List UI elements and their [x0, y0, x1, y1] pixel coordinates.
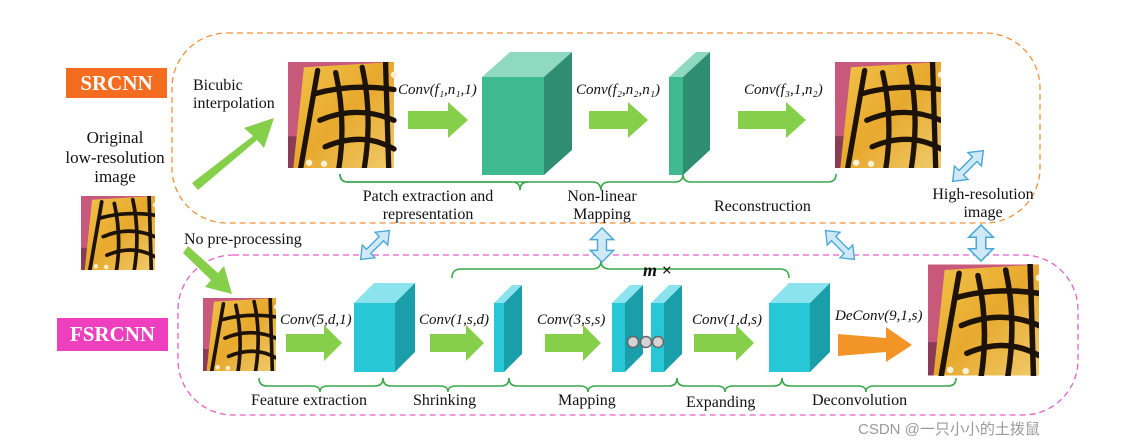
no-preprocessing-label: No pre-processing — [184, 231, 302, 248]
fsrcnn-op-label-3: Conv(3,s,s) — [537, 312, 606, 328]
srcnn-region-border — [171, 32, 1041, 224]
bicubic-label: Bicubic interpolation — [193, 77, 275, 113]
mapping-repeat-label: m × — [643, 260, 672, 280]
fsrcnn-mapping-dots — [626, 335, 665, 349]
fsrcnn-region-border — [177, 254, 1079, 416]
fsrcnn-expand-block — [769, 283, 830, 372]
original-image-label: Original low-resolution image — [65, 128, 165, 187]
fsrcnn-op-arrows — [286, 325, 754, 361]
compare-arrow-output-bottom-icon — [967, 224, 995, 262]
fsrcnn-stage-expanding: Expanding — [686, 394, 756, 411]
fsrcnn-stage-deconvolution: Deconvolution — [812, 392, 908, 409]
fsrcnn-input-image — [203, 298, 276, 371]
srcnn-stage-patch-extraction: Patch extraction and representation — [362, 188, 494, 224]
compare-arrow-output-top-icon — [951, 149, 985, 183]
compare-arrow-mapping-icon — [589, 227, 615, 263]
fsrcnn-op-label-5: DeConv(9,1,s) — [835, 308, 923, 324]
fsrcnn-badge: FSRCNN — [57, 318, 168, 351]
mapping-repeat-brace — [451, 260, 790, 279]
srcnn-conv2-block — [669, 52, 710, 175]
deconv-arrow — [838, 327, 912, 362]
srcnn-op-arrows — [408, 102, 806, 138]
srcnn-conv1-block — [482, 52, 572, 175]
fsrcnn-feature-block — [354, 283, 415, 372]
compare-arrow-reconstruction-icon — [824, 229, 856, 261]
bicubic-arrow — [192, 118, 274, 190]
fsrcnn-map-block-1 — [612, 285, 643, 372]
original-low-res-image — [81, 196, 155, 270]
fsrcnn-stage-feature-extraction: Feature extraction — [251, 392, 367, 409]
fsrcnn-shrink-block — [494, 285, 522, 372]
fsrcnn-braces — [258, 377, 957, 393]
fsrcnn-stage-mapping: Mapping — [558, 392, 616, 409]
srcnn-op-label-2: Conv(f₂,n₂,n₁) — [576, 82, 660, 98]
csdn-watermark: CSDN @一只小小的土拨鼠 — [858, 421, 1040, 438]
no-preprocessing-arrow — [183, 246, 232, 294]
srcnn-stage-nonlinear-mapping: Non-linear Mapping — [567, 188, 637, 224]
fsrcnn-op-label-2: Conv(1,s,d) — [419, 312, 489, 328]
fsrcnn-output-image — [928, 265, 1042, 376]
srcnn-output-image — [835, 62, 944, 168]
srcnn-stage-reconstruction: Reconstruction — [714, 198, 811, 215]
fsrcnn-op-label-1: Conv(5,d,1) — [280, 312, 352, 328]
fsrcnn-map-block-2 — [651, 285, 682, 372]
srcnn-braces — [339, 173, 837, 191]
fsrcnn-op-label-4: Conv(1,d,s) — [692, 312, 762, 328]
srcnn-op-label-3: Conv(f₃,1,n₂) — [744, 82, 823, 98]
srcnn-op-label-1: Conv(f₁,n₁,1) — [398, 82, 477, 98]
srcnn-badge: SRCNN — [66, 68, 167, 98]
high-res-image-label: High-resolution image — [932, 186, 1034, 222]
srcnn-input-image — [288, 62, 397, 168]
fsrcnn-stage-shrinking: Shrinking — [413, 392, 477, 409]
